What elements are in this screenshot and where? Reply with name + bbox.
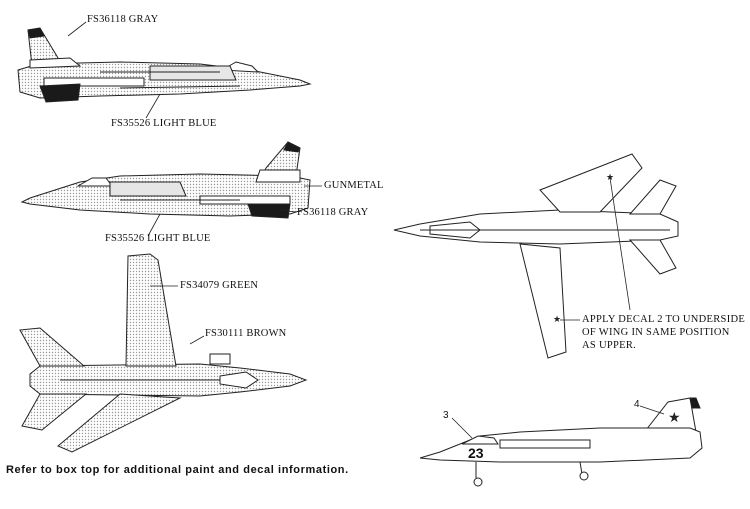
decal-number-3: 3	[443, 410, 449, 421]
plan-view-right	[393, 153, 679, 359]
tail-number: 23	[468, 445, 484, 461]
label-green: FS34079 GREEN	[180, 280, 259, 291]
side-profile-bottom	[419, 397, 703, 487]
decal-note-line-2: OF WING IN SAME POSITION	[582, 327, 730, 338]
label-mid-gray: FS36118 GRAY	[297, 207, 369, 218]
plan-view-left	[19, 253, 308, 453]
label-top-gray: FS36118 GRAY	[87, 14, 159, 25]
label-top-light-blue: FS35526 LIGHT BLUE	[111, 118, 217, 129]
red-star-icon: ★	[668, 410, 681, 426]
star-decal-upper: ★	[606, 173, 614, 183]
decal-note-line-1: APPLY DECAL 2 TO UNDERSIDE	[582, 314, 746, 325]
label-brown: FS30111 BROWN	[205, 328, 287, 339]
decal-note-line-3: AS UPPER.	[582, 340, 637, 351]
side-profile-top	[17, 27, 312, 103]
side-profile-middle	[20, 141, 311, 219]
star-decal-lower: ★	[553, 315, 561, 325]
footer-note: Refer to box top for additional paint an…	[6, 464, 349, 476]
label-mid-light-blue: FS35526 LIGHT BLUE	[105, 233, 211, 244]
label-gunmetal: GUNMETAL	[324, 180, 384, 191]
decal-number-4: 4	[634, 399, 640, 410]
decal-note: APPLY DECAL 2 TO UNDERSIDE OF WING IN SA…	[582, 313, 745, 352]
